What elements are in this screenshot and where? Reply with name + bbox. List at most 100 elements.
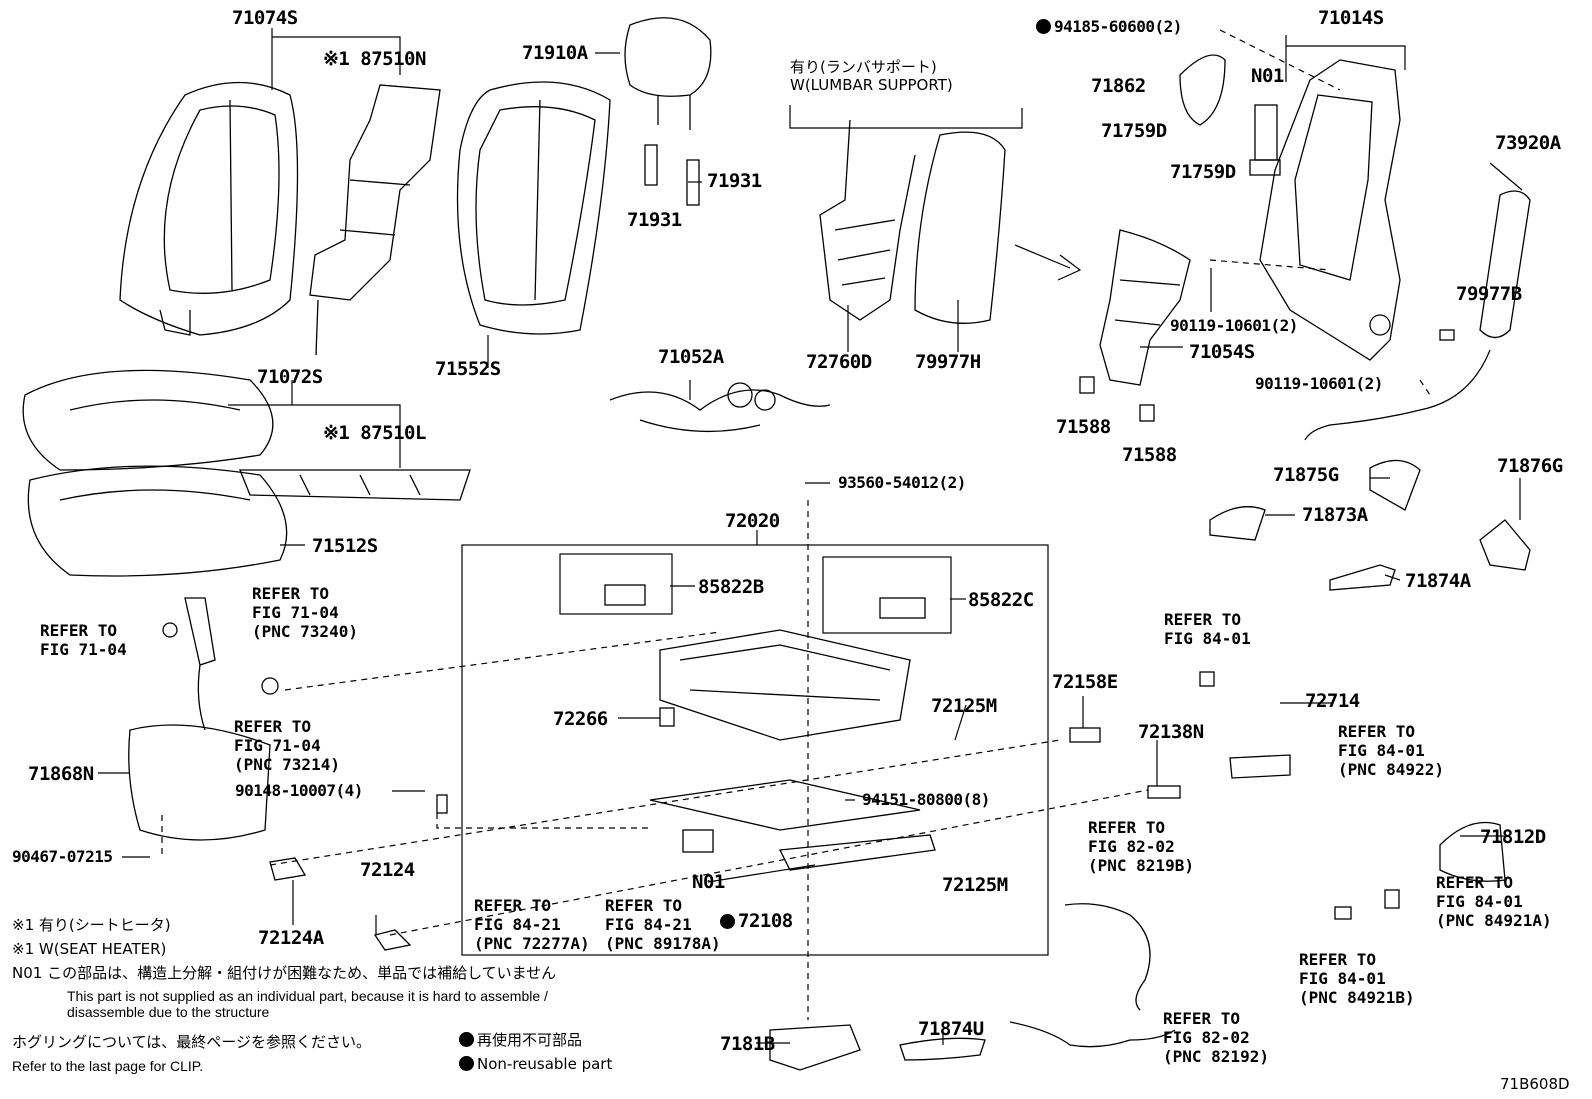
refer-fig-84-01-pnc-84921B[interactable]: REFER TO FIG 84-01 (PNC 84921B)	[1299, 950, 1415, 1007]
seatback-frame-drawing	[1259, 59, 1401, 361]
refer-fig-71-04-pnc-73214[interactable]: REFER TO FIG 71-04 (PNC 73214)	[234, 717, 340, 774]
side-airbag-drawing	[1304, 190, 1531, 441]
note-clip-en: Refer to the last page for CLIP.	[12, 1058, 204, 1074]
part-label-72760D: 72760D	[806, 351, 872, 373]
small-parts-drawing	[269, 671, 1291, 951]
seatback-cover-drawing	[119, 81, 299, 336]
part-label-71074S: 71074S	[232, 7, 298, 29]
diagram-code: 71B608D	[1500, 1075, 1570, 1093]
part-label-85822C: 85822C	[968, 589, 1034, 611]
refer-fig-71-04[interactable]: REFER TO FIG 71-04	[40, 621, 127, 659]
note-n01-en-2: disassemble due to the structure	[67, 1004, 270, 1020]
frame-7181B-drawing	[769, 1024, 861, 1071]
part-label-71873A: 71873A	[1302, 504, 1368, 526]
lumbar-assembly-drawing	[819, 119, 916, 321]
cushion-pad-drawing	[27, 465, 288, 577]
side-shield-drawing	[128, 724, 271, 841]
part-label-85822B: 85822B	[698, 576, 764, 598]
refer-fig-82-02-pnc-82192[interactable]: REFER TO FIG 82-02 (PNC 82192)	[1163, 1009, 1269, 1066]
note-seat-heater-jp: ※1 有り(シートヒータ)	[12, 916, 171, 934]
part-label-90119-upper: 90119-10601(2)	[1170, 316, 1298, 335]
part-label-72158E: 72158E	[1052, 671, 1118, 693]
refer-fig-84-01-pnc-84921A[interactable]: REFER TO FIG 84-01 (PNC 84921A)	[1436, 873, 1552, 930]
side-covers-drawing	[1209, 459, 1531, 591]
motor-85822C-box	[822, 556, 952, 634]
recliner-motor-drawing	[1249, 104, 1281, 176]
nonreusable-dot-icon	[459, 1056, 474, 1071]
note-n01-jp: N01 この部品は、構造上分解・組付けが困難なため、単品では補給していません	[12, 964, 557, 982]
part-label-71862: 71862	[1091, 75, 1146, 97]
harness-82192-drawing	[1009, 1021, 1176, 1048]
part-label-90119-lower: 90119-10601(2)	[1255, 374, 1383, 393]
part-label-94185-60600: 94185-60600(2)	[1036, 19, 1182, 35]
headrest-guides-drawing	[644, 144, 700, 206]
arrow-drawing	[1014, 244, 1082, 281]
part-label-N01-motor: N01	[1251, 65, 1284, 87]
part-label-71759D-right: 71759D	[1170, 161, 1236, 183]
part-label-71931-left: 71931	[627, 209, 682, 231]
cover-71862-drawing	[1179, 54, 1226, 126]
part-label-72125M-lower: 72125M	[942, 874, 1008, 896]
note-n01-en-1: This part is not supplied as an individu…	[67, 988, 548, 1004]
part-label-71759D-left: 71759D	[1101, 120, 1167, 142]
part-label-71054S: 71054S	[1189, 341, 1255, 363]
refer-fig-84-01[interactable]: REFER TO FIG 84-01	[1164, 610, 1251, 648]
switch-bezel-drawing	[1334, 821, 1506, 920]
harness-71052A-drawing	[609, 382, 831, 433]
part-label-90148-10007: 90148-10007(4)	[235, 781, 363, 800]
part-label-71072S: 71072S	[257, 366, 323, 388]
leader-lines	[98, 28, 1523, 1045]
part-label-93560-54012: 93560-54012(2)	[838, 473, 966, 492]
cushion-heater-drawing	[239, 469, 471, 501]
part-label-72714: 72714	[1305, 690, 1360, 712]
part-label-71910A: 71910A	[522, 42, 588, 64]
harness-8219B-drawing	[1064, 903, 1151, 1011]
part-label-71512S: 71512S	[312, 535, 378, 557]
lumbar-header: 有り(ランバサポート) W(LUMBAR SUPPORT)	[790, 58, 953, 94]
seat-track-drawing	[604, 584, 936, 871]
refer-fig-82-02-pnc-8219B[interactable]: REFER TO FIG 82-02 (PNC 8219B)	[1088, 818, 1194, 875]
knob-parts-drawing	[1079, 329, 1455, 422]
headrest-drawing	[624, 17, 712, 130]
legend-nonreusable-en-text: Non-reusable part	[477, 1055, 613, 1073]
part-label-94151-80800: 94151-80800(8)	[862, 790, 990, 809]
part-label-87510N: ※1 87510N	[323, 48, 426, 70]
part-label-71588-right: 71588	[1122, 444, 1177, 466]
part-label-79977B: 79977B	[1456, 283, 1522, 305]
note-seat-heater-en: ※1 W(SEAT HEATER)	[12, 940, 167, 958]
nonreusable-dot-icon	[459, 1032, 474, 1047]
seatbelt-buckle-drawing	[162, 597, 279, 731]
part-label-71875G: 71875G	[1273, 464, 1339, 486]
legend-nonreusable-jp-text: 再使用不可部品	[477, 1031, 583, 1049]
refer-fig-84-21-pnc-89178A[interactable]: REFER TO FIG 84-21 (PNC 89178A)	[605, 896, 721, 953]
part-label-72020: 72020	[725, 510, 780, 532]
lumbar-frame-drawing	[1099, 229, 1191, 386]
part-label-79977H: 79977H	[915, 351, 981, 373]
part-label-71876G: 71876G	[1497, 455, 1563, 477]
part-label-71552S: 71552S	[435, 358, 501, 380]
part-label-71874U: 71874U	[918, 1018, 984, 1040]
part-label-7181B: 7181B	[720, 1033, 775, 1055]
refer-fig-71-04-pnc-73240[interactable]: REFER TO FIG 71-04 (PNC 73240)	[252, 584, 358, 641]
part-label-71868N: 71868N	[28, 763, 94, 785]
cover-71874U-drawing	[899, 1037, 986, 1061]
part-label-N01-track: N01	[692, 871, 725, 893]
cushion-cover-drawing	[22, 369, 274, 471]
assembly-dashed-lines	[161, 29, 1431, 1020]
part-label-72138N: 72138N	[1138, 721, 1204, 743]
lumbar-header-en: W(LUMBAR SUPPORT)	[790, 76, 953, 94]
part-label-71588-left: 71588	[1056, 416, 1111, 438]
refer-fig-84-21-pnc-72277A[interactable]: REFER TO FIG 84-21 (PNC 72277A)	[474, 896, 590, 953]
seatback-pad-drawing	[456, 81, 611, 335]
refer-fig-84-01-pnc-84922[interactable]: REFER TO FIG 84-01 (PNC 84922)	[1338, 722, 1444, 779]
part-label-90467-07215: 90467-07215	[12, 847, 113, 866]
seatback-heater-drawing	[309, 84, 441, 356]
lumbar-pad-drawing	[914, 131, 1006, 324]
part-label-71052A: 71052A	[658, 346, 724, 368]
note-clip-jp: ホグリングについては、最終ページを参照ください。	[12, 1033, 371, 1051]
part-label-72108: 72108	[720, 912, 793, 931]
part-label-72266: 72266	[553, 708, 608, 730]
part-label-87510L: ※1 87510L	[323, 422, 426, 444]
